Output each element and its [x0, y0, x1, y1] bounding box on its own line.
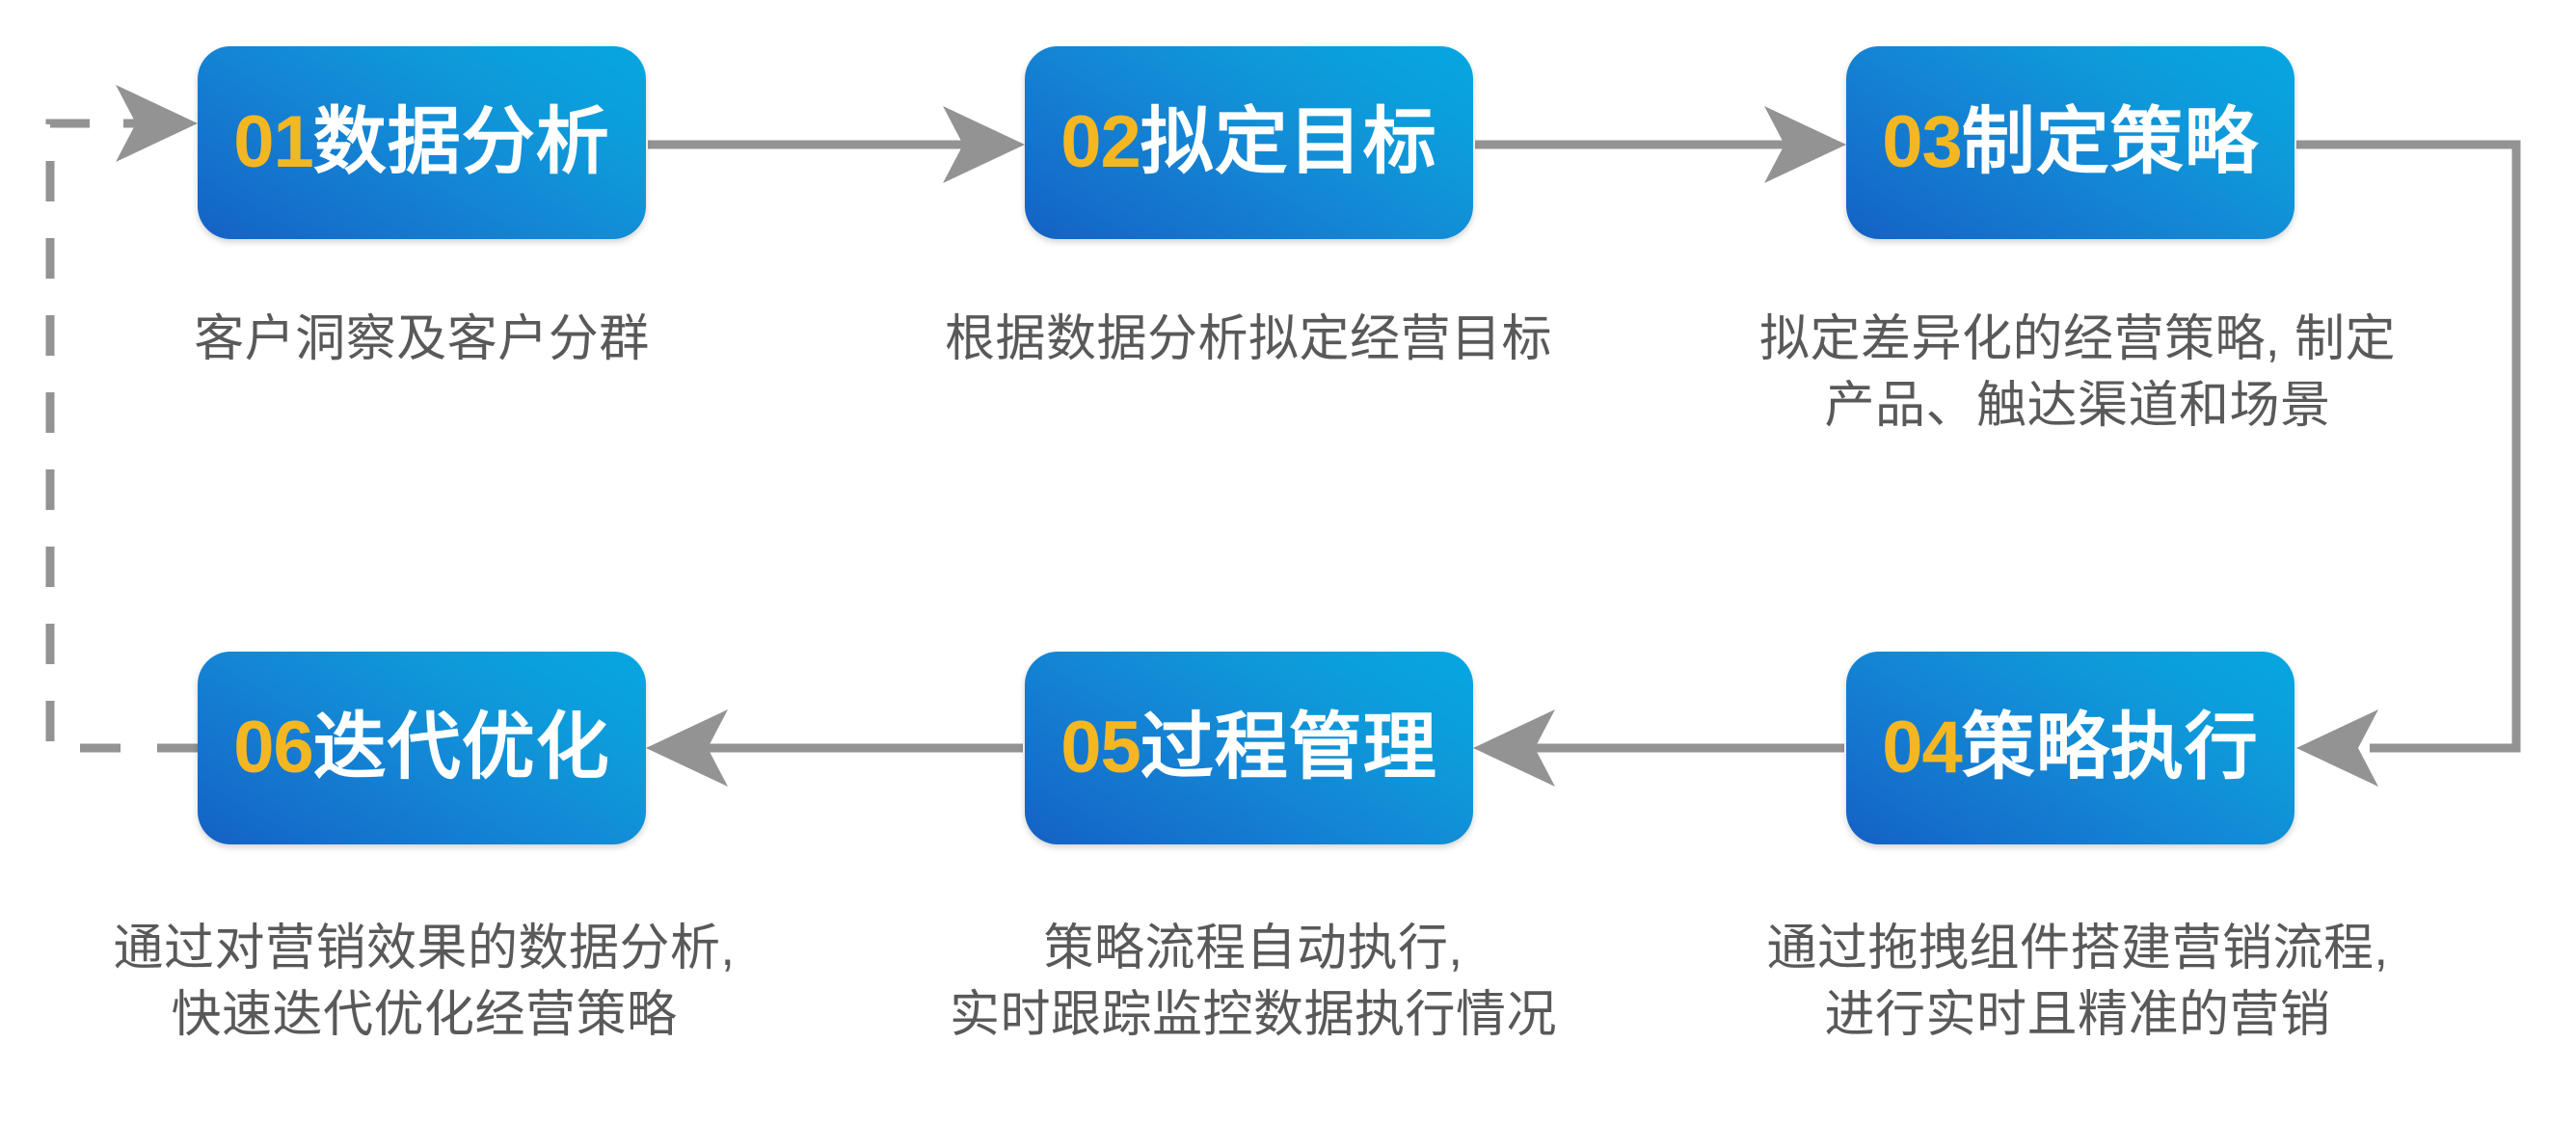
step-number-04: 04 — [1882, 707, 1963, 789]
step-number-02: 02 — [1060, 101, 1141, 183]
step-title-05: 过程管理 — [1140, 707, 1437, 789]
step-caption-01: 客户洞察及客户分群 — [101, 307, 742, 373]
caption-line: 通过拖拽组件搭建营销流程, — [1766, 921, 2389, 976]
caption-line: 策略流程自动执行, — [1043, 921, 1463, 976]
step-caption-02: 根据数据分析拟定经营目标 — [863, 307, 1634, 373]
arrow-step1-to-step2 — [648, 106, 1025, 183]
step-number-01: 01 — [233, 101, 314, 183]
caption-line: 快速迭代优化经营策略 — [171, 986, 678, 1043]
step-number-06: 06 — [233, 707, 314, 789]
caption-line: 根据数据分析拟定经营目标 — [944, 311, 1552, 367]
step-title-03: 制定策略 — [1961, 101, 2259, 183]
caption-line: 通过对营销效果的数据分析, — [113, 921, 736, 976]
step-title-02: 拟定目标 — [1140, 101, 1437, 183]
arrow-step3-to-step4 — [2296, 140, 2521, 787]
arrow-step5-to-step6 — [646, 709, 1023, 787]
step-number-03: 03 — [1882, 101, 1963, 183]
caption-line: 进行实时且精准的营销 — [1824, 986, 2331, 1043]
step-caption-03: 拟定差异化的经营策略, 制定 产品、触达渠道和场景 — [1697, 307, 2458, 439]
step-title-06: 迭代优化 — [312, 707, 610, 789]
step-number-05: 05 — [1060, 707, 1141, 789]
step-caption-05: 策略流程自动执行, 实时跟踪监控数据执行情况 — [868, 916, 1639, 1048]
step-title-01: 数据分析 — [312, 101, 610, 183]
caption-line: 客户洞察及客户分群 — [194, 311, 650, 367]
arrow-step6-to-step1 — [45, 85, 198, 753]
step-caption-06: 通过对营销效果的数据分析, 快速迭代优化经营策略 — [34, 916, 815, 1048]
caption-line: 拟定差异化的经营策略, 制定 — [1759, 311, 2396, 367]
step-caption-04: 通过拖拽组件搭建营销流程, 进行实时且精准的营销 — [1692, 916, 2463, 1048]
caption-line: 产品、触达渠道和场景 — [1824, 377, 2331, 434]
step-title-04: 策略执行 — [1961, 707, 2259, 789]
arrow-step2-to-step3 — [1475, 106, 1846, 183]
arrow-step4-to-step5 — [1473, 709, 1844, 787]
caption-line: 实时跟踪监控数据执行情况 — [949, 986, 1557, 1043]
